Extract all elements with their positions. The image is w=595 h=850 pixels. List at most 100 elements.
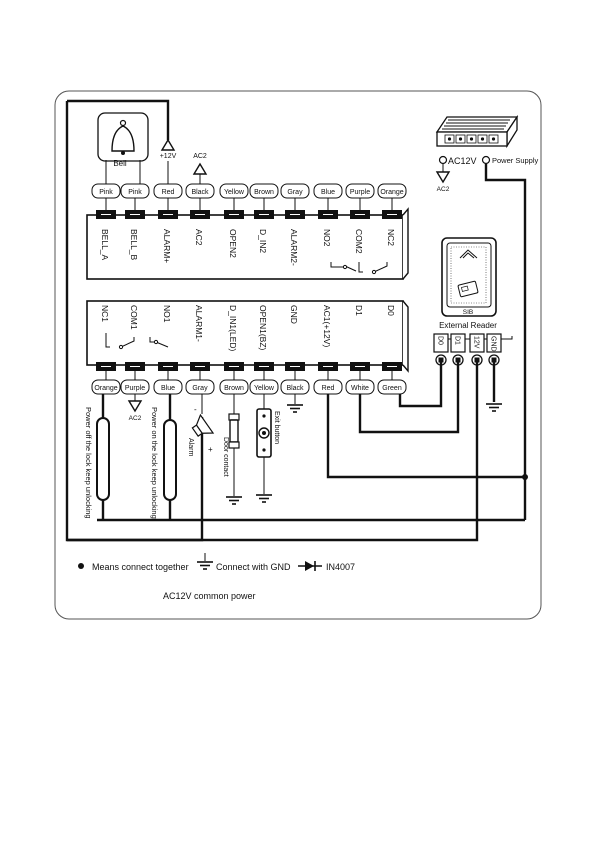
ps-ac2-label: AC2 (437, 186, 450, 193)
top-wire-label-black: Black (191, 189, 209, 196)
diagram-frame (54, 90, 542, 620)
bottom-terminal-label-com1: COM1 (129, 305, 139, 330)
top-terminal-label-alarm2: ALARM2- (289, 229, 299, 266)
top-terminals (96, 210, 402, 219)
bottom-wire-label-purple: Purple (125, 385, 145, 392)
bottom-terminals (96, 362, 402, 371)
legend-gnd-icon (196, 561, 214, 570)
top-wire-label-blue: Blue (321, 189, 335, 196)
reader-brand: SIB (463, 309, 473, 316)
top-terminal-label-bell-a: BELL_A (100, 229, 110, 261)
top-terminal-label-bell-b: BELL_B (129, 229, 139, 261)
reader-label: External Reader (439, 321, 497, 330)
top-ac2-label: AC2 (193, 153, 207, 160)
top-terminal-label-com2: COM2 (354, 229, 364, 254)
plus12v-arrow-icon (160, 138, 176, 151)
reader-pin-box (433, 333, 449, 353)
top-wire-label-brown: Brown (254, 189, 274, 196)
bottom-terminal-block (86, 300, 404, 366)
alarm-speaker-icon (191, 413, 215, 437)
exit-gnd-icon (255, 494, 273, 503)
alarm-plus: + (208, 445, 213, 454)
top-wire-label-pink: Pink (99, 189, 113, 196)
ps-to-bus-line (484, 164, 527, 520)
plus12v-label: +12V (160, 153, 177, 160)
bottom-wire-label-red: Red (322, 385, 335, 392)
reader-pin-label-gnd: GND (490, 336, 497, 352)
bottom-terminal-label-no1: NO1 (162, 305, 172, 323)
top-terminal-label-alarm: ALARM+ (162, 229, 172, 263)
reader-pin-box (486, 333, 502, 353)
relay2-contacts (330, 262, 388, 275)
reader-gnd-icon (485, 403, 503, 412)
bottom-terminal-label-open1-bz: OPEN1(BZ) (258, 305, 268, 351)
ac12v-power-line (67, 360, 479, 542)
diode-icon (298, 561, 322, 571)
lock-no-icon (163, 419, 177, 501)
bottom-terminal-label-d-in1-led: D_IN1(LED) (228, 305, 238, 351)
ps-ac2-arrow-icon (435, 171, 451, 184)
power-supply-label: Power Supply (492, 156, 539, 165)
bell-label: Bell (113, 159, 127, 168)
bottom-terminal-label-nc1: NC1 (100, 305, 110, 322)
footer-text: AC12V common power (163, 591, 256, 601)
top-block-side (402, 207, 409, 280)
bottom-terminal-label-gnd: GND (289, 305, 299, 324)
ac2-arrow-icon (192, 162, 208, 175)
purple-ac2-label: AC2 (129, 415, 142, 422)
top-wire-label-orange: Orange (380, 189, 403, 196)
bottom-terminal-label-d0: D0 (386, 305, 396, 316)
top-wire-label-red: Red (162, 189, 175, 196)
bottom-wire-label-box (377, 379, 407, 395)
top-terminal-label-no2: NO2 (322, 229, 332, 247)
reader-pin-label-d1: D1 (454, 336, 461, 345)
top-terminal-label-d-in2: D_IN2 (258, 229, 268, 253)
top-terminal-label-ac2: AC2 (194, 229, 204, 246)
red-to-bus-line (326, 394, 525, 479)
purple-ac2-arrow-icon (127, 400, 143, 413)
bottom-wire-label-box (153, 379, 183, 395)
lock-nc-caption: Power off the lock keep unlocking (84, 407, 93, 519)
exit-button-label: Exit button (273, 411, 280, 444)
reader-pin-box (450, 333, 466, 353)
bottom-wire-label-green: Green (382, 385, 402, 392)
bottom-wire-label-yellow: Yellow (254, 385, 275, 392)
exit-button-icon (256, 408, 272, 458)
top-wire-label-gray: Gray (287, 189, 303, 196)
reader-pin-box (469, 333, 485, 353)
junction-dot (522, 474, 528, 480)
top-wire-label-yellow: Yellow (224, 189, 245, 196)
ps-ac12v-terminal (438, 155, 448, 165)
lock-nc-icon (96, 417, 110, 501)
bottom-wire-label-orange: Orange (94, 385, 117, 392)
reader-pin-label-d0: D0 (437, 336, 444, 345)
top-wire-label-pink: Pink (128, 189, 142, 196)
bottom-terminal-label-alarm1: ALARM1- (194, 305, 204, 342)
reader-pin-label-12v: 12V (473, 336, 480, 349)
bottom-block-side (402, 300, 409, 373)
legend-dot-text: Means connect together (92, 562, 189, 572)
legend-dot-icon (78, 563, 84, 569)
door-contact-label: Door contact (222, 437, 229, 477)
black-gnd-icon (286, 404, 304, 413)
bottom-terminal-label-d1: D1 (354, 305, 364, 316)
legend-diode-text: IN4007 (326, 562, 355, 572)
legend-gnd-text: Connect with GND (216, 562, 291, 572)
power-supply-icon (435, 114, 519, 149)
alarm-minus: - (194, 405, 197, 414)
relay1-contacts (105, 333, 169, 350)
bottom-wire-label-gray: Gray (192, 385, 208, 392)
red-plus12v-wire (67, 99, 170, 140)
alarm-label: Alarm (187, 438, 194, 456)
bottom-wire-label-brown: Brown (224, 385, 244, 392)
bell-icon (97, 112, 149, 162)
ps-terminal-2 (481, 155, 491, 165)
bottom-wire-label-white: White (351, 385, 369, 392)
lock-no-caption: Power on the lock keep unlocking (150, 407, 159, 519)
bottom-wire-label-box (91, 379, 121, 395)
